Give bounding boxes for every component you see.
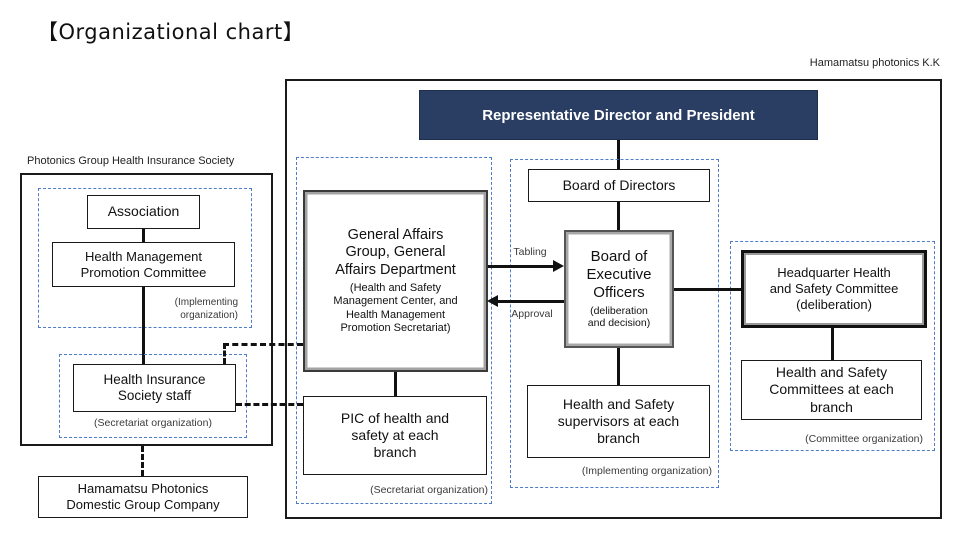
connector-president-directors: [617, 140, 620, 169]
implementing-note-left: (Implementing organization): [174, 297, 238, 321]
insurance-staff-box: Health Insurance Society staff: [73, 364, 236, 412]
left-panel-box: [20, 173, 273, 446]
main-panel-box: [285, 79, 942, 519]
connector-dashed-staff-generalaffairs: [223, 343, 303, 346]
executive-officers-main-text: Board of Executive Officers: [586, 247, 652, 302]
connector-generalaffairs-pic: [394, 372, 397, 396]
secretariat-organization-group-left: [59, 354, 247, 438]
connector-executive-headquarter: [674, 288, 741, 291]
association-box: Association: [87, 195, 200, 229]
connector-leftpanel-domestic: [141, 446, 144, 476]
implementing-note-main: (Implementing organization): [581, 465, 712, 477]
tabling-arrow-line: [488, 265, 554, 268]
tabling-arrowhead: [553, 260, 564, 272]
approval-arrow-line: [497, 300, 564, 303]
implementing-organization-group-main: [510, 159, 719, 488]
promotion-committee-box: Health Management Promotion Committee: [52, 242, 235, 287]
implementing-organization-group: [38, 188, 252, 328]
secretariat-note-left: (Secretariat organization): [94, 417, 212, 429]
connector-association-committee: [142, 229, 145, 242]
company-label: Hamamatsu photonics K.K: [809, 57, 940, 69]
committee-note: (Committee organization): [805, 433, 923, 445]
approval-arrowhead: [487, 295, 498, 307]
headquarter-committee-box: Headquarter Health and Safety Committee …: [741, 250, 927, 328]
connector-directors-executive: [617, 202, 620, 230]
tabling-label: Tabling: [513, 246, 547, 258]
approval-label: Approval: [511, 308, 553, 320]
executive-officers-box: Board of Executive Officers (deliberatio…: [564, 230, 674, 348]
left-panel-label: Photonics Group Health Insurance Society: [27, 155, 235, 167]
connector-headquarter-branch: [831, 328, 834, 360]
pic-box: PIC of health and safety at each branch: [303, 396, 487, 475]
page-title: 【Organizational chart】: [37, 20, 305, 44]
connector-dashed-staff-up: [223, 343, 226, 364]
domestic-group-company-box: Hamamatsu Photonics Domestic Group Compa…: [38, 476, 248, 518]
board-of-directors-box: Board of Directors: [528, 169, 710, 202]
supervisors-box: Health and Safety supervisors at each br…: [527, 385, 710, 458]
connector-committee-staff: [142, 287, 145, 364]
executive-officers-sub-text: (deliberation and decision): [587, 304, 651, 330]
general-affairs-sub-text: (Health and Safety Management Center, an…: [333, 281, 458, 334]
branch-committees-box: Health and Safety Committees at each bra…: [741, 360, 922, 420]
general-affairs-main-text: General Affairs Group, General Affairs D…: [335, 226, 456, 279]
secretariat-organization-group-main: [296, 157, 492, 504]
president-box: Representative Director and President: [419, 90, 818, 140]
secretariat-note-main: (Secretariat organization): [370, 484, 488, 496]
committee-organization-group: [730, 241, 935, 451]
general-affairs-box: General Affairs Group, General Affairs D…: [303, 190, 488, 372]
connector-executive-supervisors: [617, 348, 620, 385]
connector-dashed-staff-pic: [236, 403, 303, 406]
